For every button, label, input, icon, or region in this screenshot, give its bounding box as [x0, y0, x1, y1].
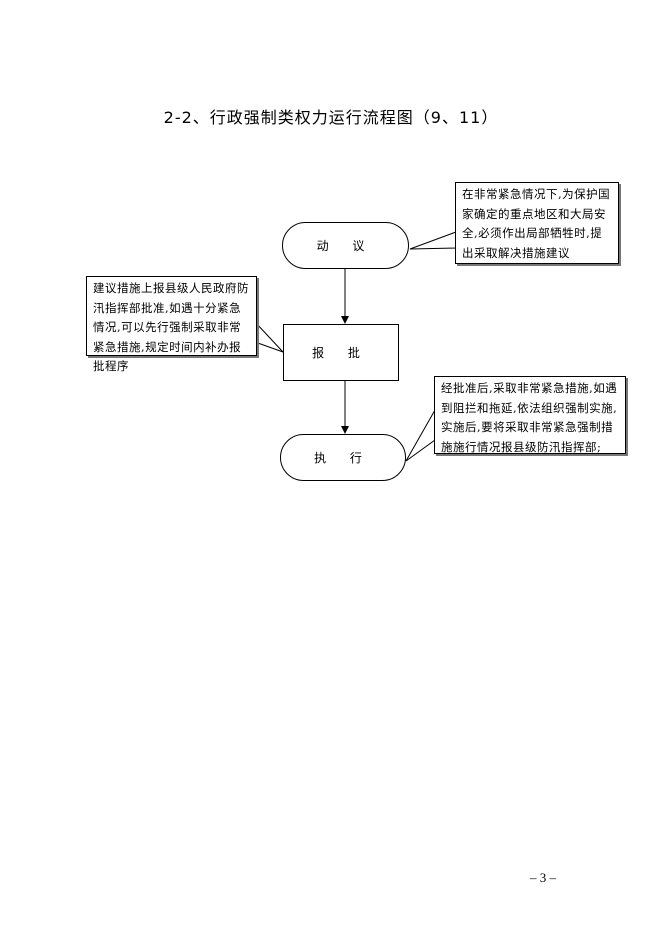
callout-note-3: 经批准后,采取非常紧急措施,如遇到阻拦和拖延,依法组织强制实施,实施后,要将采取…: [434, 376, 626, 454]
flow-step-approve: 报 批: [283, 324, 399, 381]
page-number: – 3 –: [530, 870, 556, 885]
callout-tail-3: [405, 408, 436, 462]
callout-note-1: 在非常紧急情况下,为保护国家确定的重点地区和大局安全,必须作出局部牺牲时,提出采…: [455, 182, 619, 264]
flow-step-propose: 动 议: [282, 222, 409, 269]
page-title: 2-2、行政强制类权力运行流程图（9、11）: [163, 108, 499, 127]
callout-note-2: 建议措施上报县级人民政府防汛指挥部批准,如遇十分紧急情况,可以先行强制采取非常紧…: [86, 276, 257, 373]
callout-tail-1: [409, 231, 457, 250]
flow-step-execute: 执 行: [280, 434, 406, 481]
callout-tail-2: [254, 320, 284, 353]
